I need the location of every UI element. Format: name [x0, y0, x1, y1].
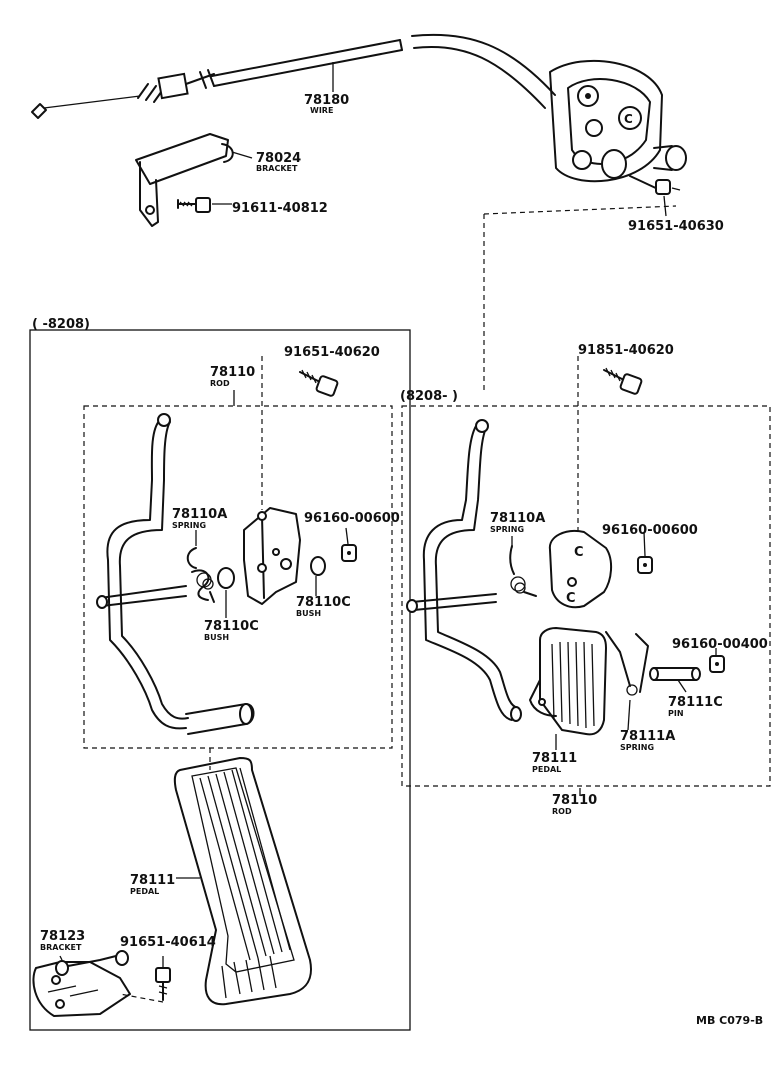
right-spring — [509, 545, 537, 597]
svg-text:C: C — [624, 112, 633, 126]
left-rod — [96, 413, 255, 735]
bracket-top-part-no: 78024 — [256, 151, 301, 166]
right-spring2-part-no: 78111A — [620, 729, 675, 744]
left-pedal-name: PEDAL — [130, 887, 159, 896]
left-bolt-part-no: 91651-40620 — [284, 345, 380, 360]
right-nut2-part-no: 96160-00400 — [672, 637, 768, 652]
left-bush-b-name: BUSH — [296, 609, 321, 618]
wire-part-no: 78180 — [304, 93, 349, 108]
right-nut-part-no: 96160-00600 — [602, 523, 698, 538]
diagram-code: MB C079-B — [696, 1014, 763, 1027]
svg-text:C: C — [574, 545, 584, 560]
firewall-leader-h — [483, 205, 677, 215]
left-group-frame — [29, 329, 411, 1031]
right-bolt-part-no: 91851-40620 — [578, 343, 674, 358]
right-nut-shape — [637, 556, 653, 574]
left-lever-plate — [243, 507, 301, 605]
right-pedal-part-no: 78111 — [532, 751, 577, 766]
bolt-91611-40812 — [177, 197, 211, 213]
left-bolt-bottom-part-no: 91651-40614 — [120, 935, 216, 950]
left-bush-a-name: BUSH — [204, 633, 229, 642]
left-spring — [186, 547, 215, 603]
left-bracket-name: BRACKET — [40, 943, 82, 952]
throttle-wire: C — [31, 33, 687, 195]
left-bush-b-shape — [310, 556, 326, 576]
right-pin-part-no: 78111C — [668, 695, 723, 710]
left-spring-part-no: 78110A — [172, 507, 227, 522]
right-pedal — [529, 627, 607, 736]
left-bracket-part-no: 78123 — [40, 929, 85, 944]
wire-name: WIRE — [310, 106, 333, 115]
left-rod-name: ROD — [210, 379, 230, 388]
right-bolt-shape — [603, 367, 643, 395]
bracket-78024 — [135, 133, 234, 227]
right-pin-shape — [649, 667, 701, 681]
right-spring2 — [605, 631, 649, 696]
right-rod-part-no: 78110 — [552, 793, 597, 808]
bolt-firewall-part-no: 91651-40630 — [628, 219, 724, 234]
left-nut-part-no: 96160-00600 — [304, 511, 400, 526]
right-pin-name: PIN — [668, 709, 684, 718]
left-bush-b-part-no: 78110C — [296, 595, 351, 610]
leader-lines — [59, 62, 717, 968]
right-spring-part-no: 78110A — [490, 511, 545, 526]
right-group-frame — [401, 405, 771, 787]
left-bolt-shape — [299, 369, 339, 397]
svg-text:C: C — [566, 591, 576, 606]
left-bottom-bolt-shape — [119, 967, 171, 1003]
left-nut-shape — [341, 544, 357, 562]
left-rod-subframe — [83, 405, 393, 749]
left-bush-a-shape — [217, 567, 235, 589]
right-spring-name: SPRING — [490, 525, 524, 534]
left-spring-name: SPRING — [172, 521, 206, 530]
bolt-top-part-no: 91611-40812 — [232, 201, 328, 216]
right-spring2-name: SPRING — [620, 743, 654, 752]
right-lever: C C — [548, 530, 612, 609]
right-nut2-shape — [709, 655, 725, 673]
left-bush-a-part-no: 78110C — [204, 619, 259, 634]
right-rod-name: ROD — [552, 807, 572, 816]
left-pedal — [173, 757, 312, 1006]
right-rod — [406, 419, 522, 722]
right-pedal-name: PEDAL — [532, 765, 561, 774]
left-bracket — [32, 950, 131, 1017]
left-pedal-part-no: 78111 — [130, 873, 175, 888]
left-group-label: ( -8208) — [32, 317, 90, 332]
right-group-label: (8208- ) — [400, 389, 458, 404]
left-rod-part-no: 78110 — [210, 365, 255, 380]
bracket-top-name: BRACKET — [256, 164, 298, 173]
